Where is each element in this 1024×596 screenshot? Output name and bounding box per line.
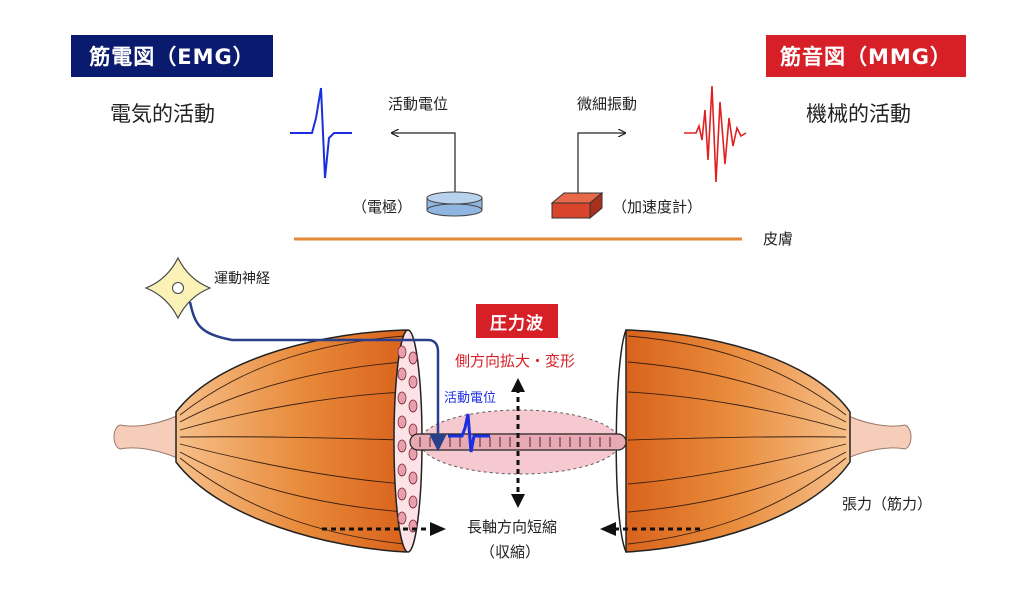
accelerometer-icon [550, 191, 604, 220]
emg-title: 筋電図（EMG） [89, 45, 255, 69]
accelerometer-label: （加速度計） [612, 198, 703, 216]
mmg-signal [684, 85, 747, 183]
motor-nerve [188, 301, 447, 452]
mmg-title: 筋音図（MMG） [779, 45, 953, 69]
electrode-icon [426, 191, 483, 217]
action-potential-label: 活動電位 [388, 95, 449, 113]
longitudinal-contraction-label: 長軸方向短縮 [467, 518, 558, 536]
emg-subtitle: 電気的活動 [110, 102, 215, 126]
emg-title-badge: 筋電図（EMG） [71, 35, 273, 77]
skin-label: 皮膚 [763, 230, 794, 248]
emg-signal [290, 87, 352, 179]
pressure-wave-badge: 圧力波 [476, 304, 558, 338]
fiber-action-potential-label: 活動電位 [444, 391, 497, 406]
right-muscle [625, 329, 851, 553]
right-tendon [838, 411, 912, 463]
tension-label: 張力（筋力） [842, 495, 933, 513]
lateral-expansion-label: 側方向拡大・変形 [455, 352, 576, 370]
motor-nerve-label: 運動神経 [214, 271, 270, 287]
microvibration-label: 微細振動 [577, 95, 638, 113]
electrode-label: （電極） [352, 198, 413, 216]
contraction-label: （収縮） [480, 543, 541, 561]
mmg-subtitle: 機械的活動 [806, 102, 911, 126]
mmg-title-badge: 筋音図（MMG） [766, 35, 966, 77]
fiber-action-potential [448, 413, 490, 453]
pressure-wave-label: 圧力波 [490, 313, 544, 334]
left-tendon [113, 411, 187, 463]
